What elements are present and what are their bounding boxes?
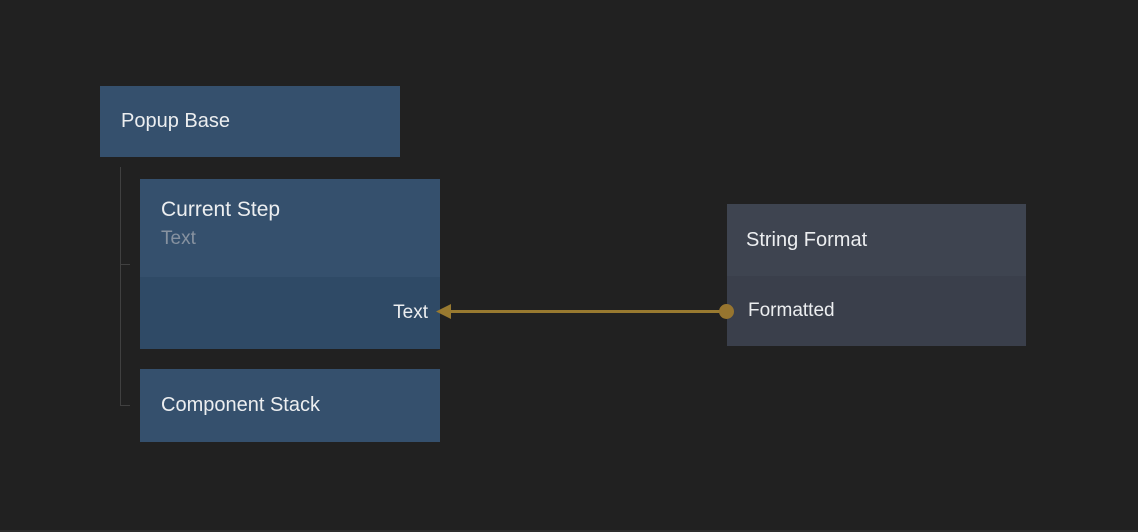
node-title: String Format: [746, 228, 868, 251]
node-body[interactable]: Text: [140, 277, 440, 349]
input-port-text[interactable]: Text: [393, 302, 428, 323]
node-body[interactable]: Formatted: [727, 276, 1026, 346]
node-header[interactable]: String Format: [727, 204, 1026, 276]
node-title: Component Stack: [161, 394, 320, 416]
output-port-formatted[interactable]: Formatted: [748, 300, 835, 321]
window-bottom-edge: [0, 530, 1138, 532]
node-header[interactable]: Current Step Text: [140, 179, 440, 277]
tree-line-stub-current-step: [120, 264, 130, 265]
node-title: Current Step: [161, 198, 281, 221]
tree-line-stub-component-stack: [120, 405, 130, 406]
node-current-step[interactable]: Current Step Text Text: [140, 179, 440, 349]
node-subtitle: Text: [161, 228, 196, 249]
node-string-format[interactable]: String Format Formatted: [727, 204, 1026, 346]
node-popup-base[interactable]: Popup Base: [100, 86, 400, 157]
node-title: Popup Base: [121, 110, 230, 132]
node-component-stack[interactable]: Component Stack: [140, 369, 440, 442]
tree-line-vertical: [120, 167, 121, 406]
